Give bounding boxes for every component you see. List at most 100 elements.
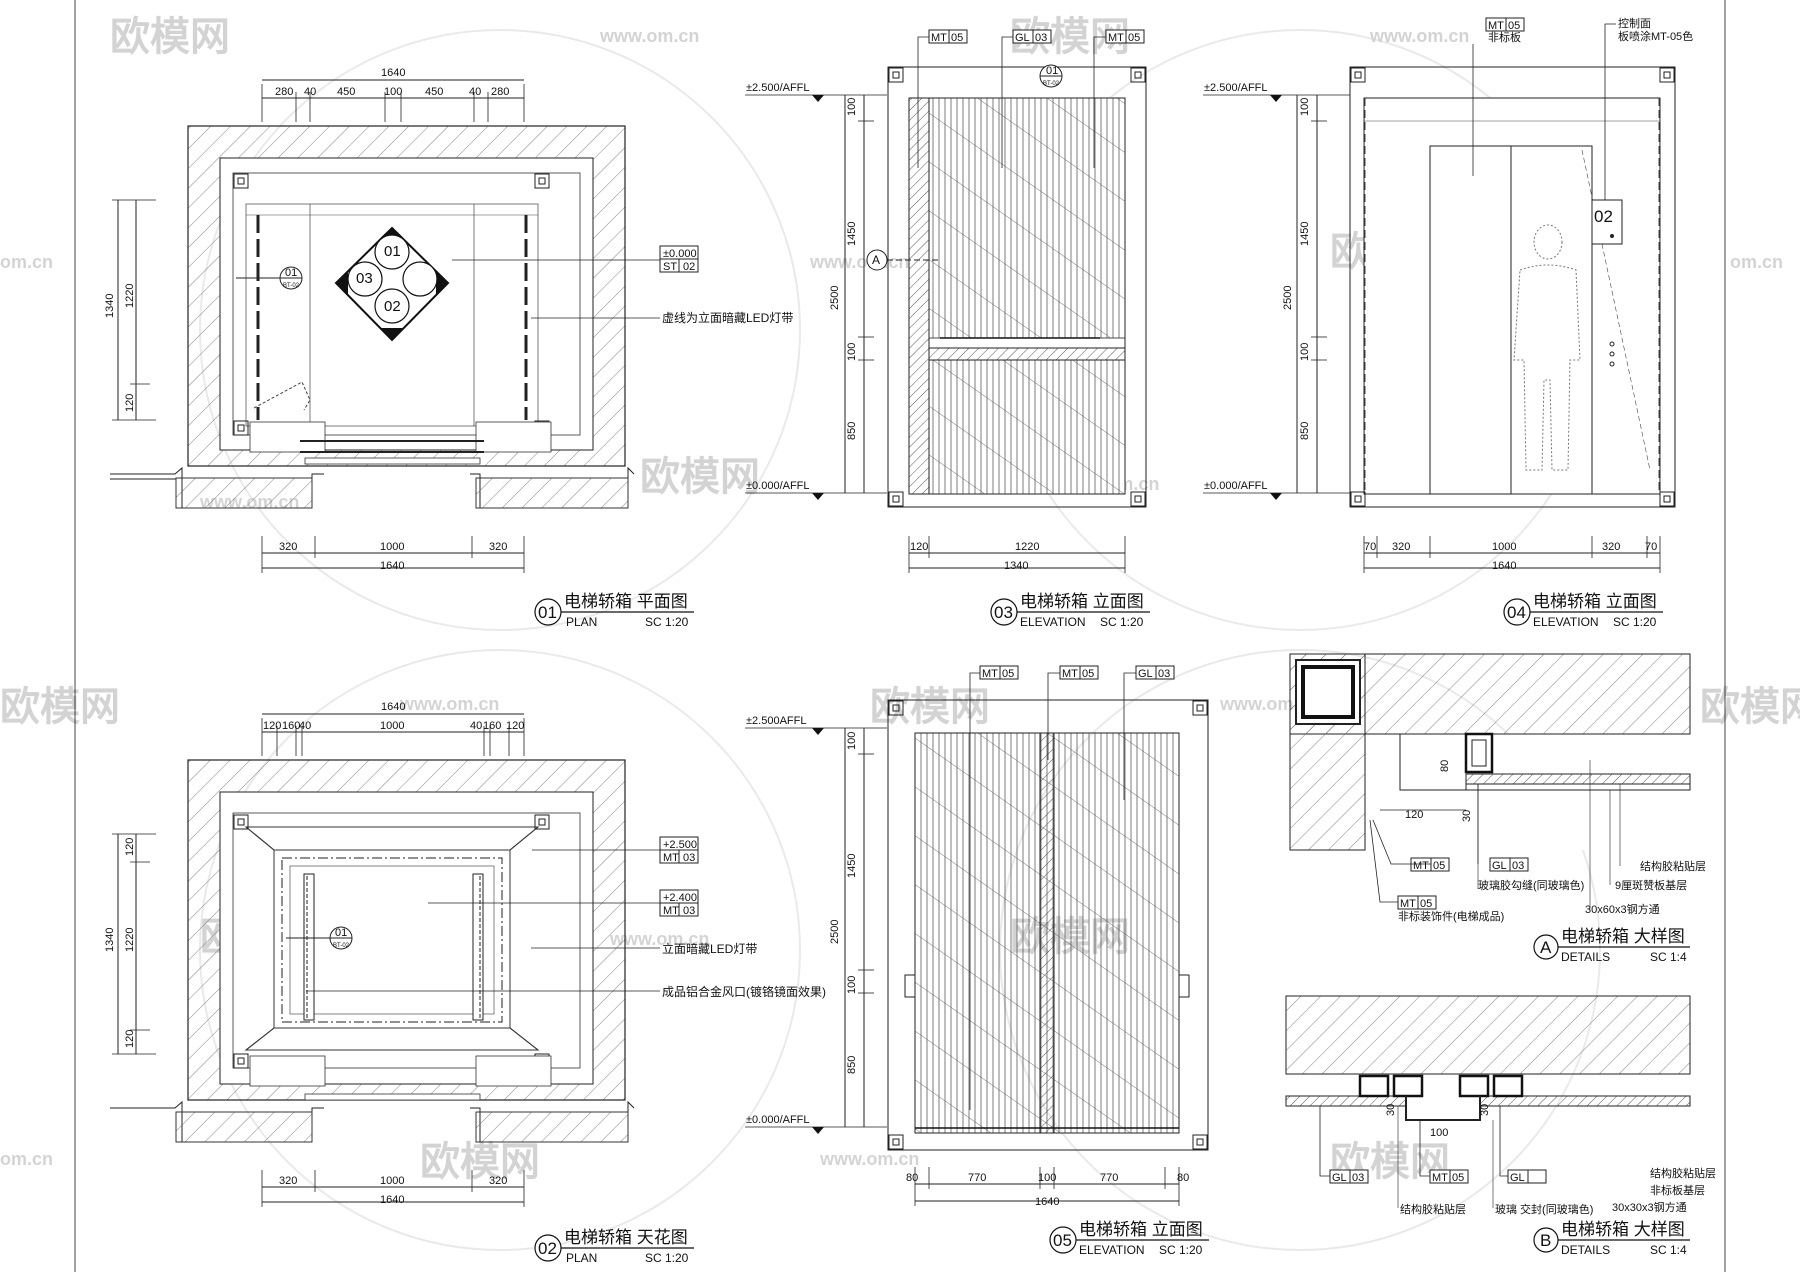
- detail-note: 非标装饰件(电梯成品): [1398, 909, 1504, 923]
- dim-segment: 40: [299, 720, 311, 732]
- drawing-scale: SC 1:20: [645, 1251, 689, 1265]
- material-tag-code: ST: [663, 261, 677, 273]
- dim-segment: 320: [489, 1175, 507, 1187]
- dim-segment: 120: [124, 838, 136, 856]
- material-tag: MT 05: [917, 29, 968, 168]
- level-tag: +2.500: [663, 839, 697, 851]
- drawing-03-elevation: ±2.500/AFFL ±0.000/AFFL 100 1450 2500 10…: [745, 29, 1150, 629]
- tag-number: 05: [1082, 668, 1094, 680]
- note-control-panel: 控制面: [1618, 16, 1651, 30]
- drawing-02-ceiling-plan: 01 BT-02 +2.500 MT 03 +2.400 MT 03 立面暗藏L…: [104, 701, 826, 1265]
- material-tag: MT 05: [969, 665, 1019, 1110]
- material-tag-code: MT: [663, 852, 679, 864]
- drawing-type: PLAN: [566, 615, 597, 629]
- dim-segment: 1000: [1492, 541, 1516, 553]
- dim-segment: 770: [1100, 1172, 1118, 1184]
- sheet-border: [74, 0, 1726, 1272]
- dim-segment: 320: [1602, 541, 1620, 553]
- detail-a: 80 120 30 MT 05 GL 03 MT 05 非标装饰件(电梯成品) …: [1289, 653, 1706, 964]
- drawing-title: 电梯轿箱 立面图: [1079, 1220, 1203, 1239]
- watermark-url-fragment: om.cn: [0, 252, 53, 272]
- drawing-scale: SC 1:4: [1650, 1243, 1687, 1257]
- tag-code: GL: [1015, 32, 1030, 44]
- dim-left-total: 1340: [104, 928, 116, 952]
- drawing-scale: SC 1:4: [1650, 950, 1687, 964]
- note-air-vent: 成品铝合金风口(镀铬镜面效果): [662, 984, 826, 999]
- dim-top-total: 1640: [381, 67, 405, 79]
- dim-segment: 100: [846, 343, 858, 361]
- tag-code: MT: [1400, 898, 1416, 910]
- watermark-url: www.om.cn: [819, 1149, 919, 1169]
- tag-number: 05: [951, 32, 963, 44]
- dim-segment: 320: [279, 541, 297, 553]
- tag-code: MT: [1488, 20, 1504, 32]
- dim-segment: 70: [1645, 541, 1657, 553]
- dim-segment: 1000: [380, 720, 404, 732]
- dim-segment: 320: [1392, 541, 1410, 553]
- ref-bubble-sheet: BT-02: [283, 283, 300, 289]
- detail-note: 结构胶粘贴层: [1640, 859, 1706, 873]
- tag-code: GL: [1332, 1172, 1347, 1184]
- drawing-title: 电梯轿箱 立面图: [1020, 592, 1144, 611]
- tag-number: 05: [1002, 668, 1014, 680]
- drawing-title: 电梯轿箱 大样图: [1561, 927, 1685, 946]
- drawing-number: 05: [1053, 1231, 1072, 1250]
- detail-note: 30x60x3钢方通: [1585, 902, 1660, 916]
- tag-number: 05: [1128, 32, 1140, 44]
- dim-segment: 1220: [1015, 541, 1039, 553]
- dim-segment: 30: [1479, 1104, 1491, 1116]
- detail-note: 结构胶粘贴层: [1650, 1166, 1716, 1180]
- material-tag-number: 03: [683, 852, 695, 864]
- level-marker: ±0.000/AFFL: [1204, 480, 1268, 492]
- drawing-scale: SC 1:20: [645, 615, 689, 629]
- dim-segment: 320: [489, 541, 507, 553]
- material-tag-number: 02: [683, 261, 695, 273]
- watermark-brand: 欧模网: [640, 455, 760, 499]
- note-control-panel-color: 板喷涂MT-05色: [1618, 29, 1693, 43]
- ref-bubble-number: 01: [285, 267, 297, 279]
- dim-segment: 120: [910, 541, 928, 553]
- watermark-url: www.om.cn: [599, 26, 699, 46]
- ref-bubble-sheet: BT-02: [1043, 81, 1060, 87]
- watermark-brand: 欧模网: [0, 685, 120, 729]
- level-marker: ±0.000/AFFL: [746, 480, 810, 492]
- material-tag: GL: [1507, 1169, 1547, 1184]
- drawing-scale: SC 1:20: [1100, 615, 1144, 629]
- material-tag: MT 05: [1429, 1169, 1469, 1184]
- material-tag: GL 03: [1001, 29, 1052, 168]
- detail-b: 100 30 30 GL 03 MT 05 GL 结构胶粘贴层 玻璃 交封(同玻…: [1285, 995, 1716, 1257]
- tag-number: 05: [1508, 20, 1520, 32]
- drawing-type: DETAILS: [1561, 1243, 1610, 1257]
- dim-segment: 850: [1299, 422, 1311, 440]
- dim-segment: 40: [470, 720, 482, 732]
- note-led-strip: 虚线为立面暗藏LED灯带: [662, 310, 793, 325]
- dim-segment: 280: [491, 86, 509, 98]
- tag-number: 03: [1158, 668, 1170, 680]
- drawing-type: PLAN: [566, 1251, 597, 1265]
- dim-top-total: 1640: [381, 701, 405, 713]
- dim-segment: 40: [469, 86, 481, 98]
- material-tag: MT 05: [1093, 29, 1145, 168]
- tag-code: MT: [931, 32, 947, 44]
- tag-code: GL: [1138, 668, 1153, 680]
- watermark-url: www.om.cn: [399, 694, 499, 714]
- dim-bottom-total: 1640: [380, 1194, 404, 1206]
- dim-segment: 320: [279, 1175, 297, 1187]
- dim-bottom-total: 1340: [1004, 560, 1028, 572]
- dim-left-total: 1340: [104, 294, 116, 318]
- detail-note: 非标板基层: [1650, 1183, 1705, 1197]
- dim-segment: 1450: [846, 854, 858, 878]
- tag-number: 05: [1452, 1172, 1464, 1184]
- level-marker: ±0.000/AFFL: [746, 1114, 810, 1126]
- watermark-url-fragment: om.cn: [1730, 252, 1783, 272]
- dim-segment: 850: [846, 422, 858, 440]
- tag-code: MT: [1413, 860, 1429, 872]
- dim-segment: 100: [846, 976, 858, 994]
- watermark-url: www.om.cn: [609, 929, 709, 949]
- drawing-type: ELEVATION: [1079, 1243, 1145, 1257]
- tag-code: MT: [1062, 668, 1078, 680]
- tag-code: MT: [1432, 1172, 1448, 1184]
- watermark-brand: 欧模网: [1700, 685, 1800, 729]
- ref-bubble-sheet: BT-02: [333, 943, 350, 949]
- dim-segment: 100: [846, 732, 858, 750]
